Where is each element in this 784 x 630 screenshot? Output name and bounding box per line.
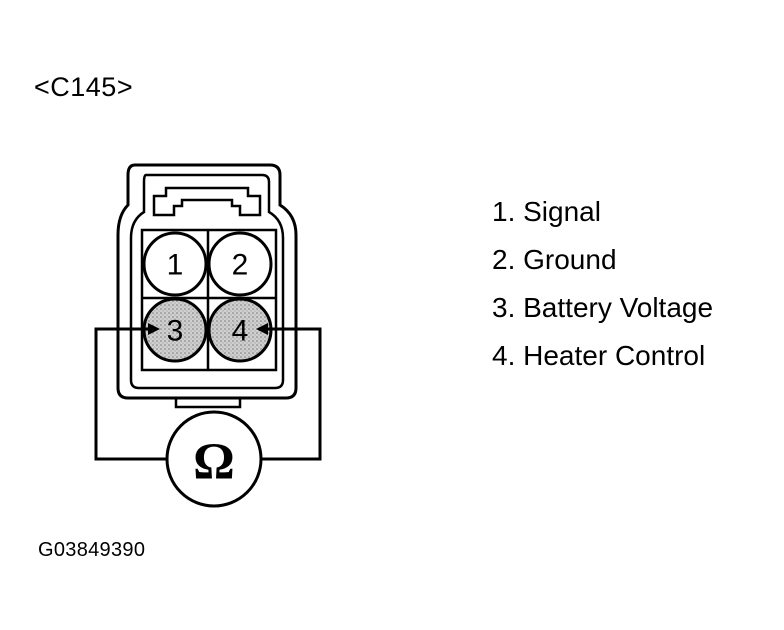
pin-function-2: 2. Ground (492, 244, 617, 275)
pin-function-4: 4. Heater Control (492, 340, 706, 371)
pin-1-number: 1 (167, 249, 184, 282)
connector-bottom-key (174, 398, 242, 409)
pin-2-circle (207, 231, 273, 297)
pin-3-number: 3 (167, 315, 184, 348)
pin-2-number: 2 (232, 249, 249, 282)
meter-lead-right (260, 327, 322, 461)
ohmmeter-symbol: Ω (193, 434, 235, 491)
connector-housing-outer (116, 163, 298, 400)
connector-lock-tab (152, 186, 262, 217)
pin-4-number: 4 (232, 315, 249, 348)
meter-lead-left (94, 327, 168, 461)
probe-arrow-pin-4 (256, 323, 268, 335)
probe-arrow-pin-3 (148, 323, 160, 335)
connector-id-label: <C145> (34, 72, 134, 102)
pin-1-circle (142, 231, 208, 297)
pin-function-1: 1. Signal (492, 196, 601, 227)
figure-code: G03849390 (38, 539, 146, 561)
connector-housing-inner (129, 173, 285, 390)
pin-function-3: 3. Battery Voltage (492, 292, 714, 323)
ohmmeter-icon (165, 410, 263, 508)
pin-function-list: 1. Signal 2. Ground 3. Battery Voltage 4… (492, 188, 713, 380)
